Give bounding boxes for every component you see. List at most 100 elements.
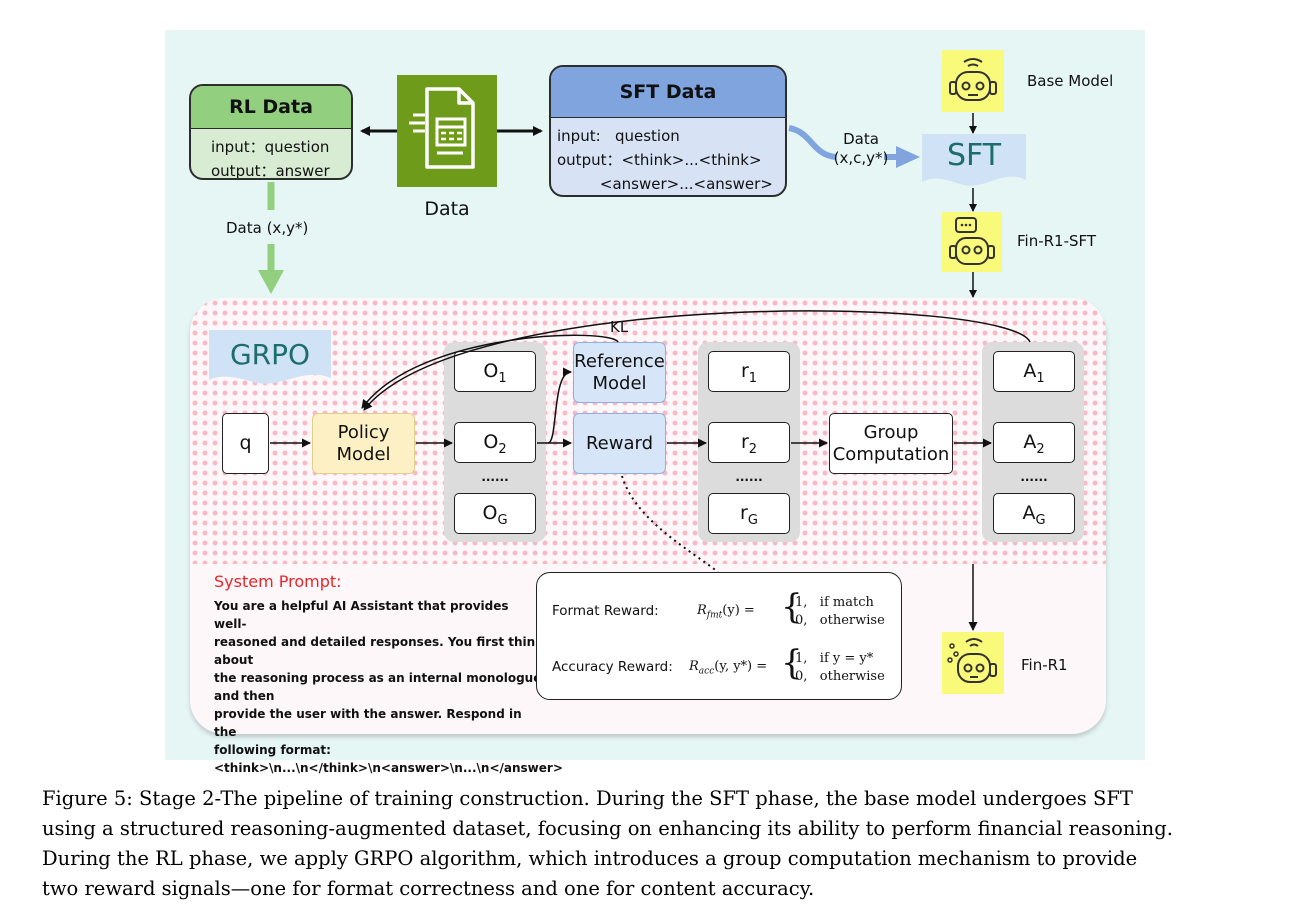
a1-sub: 1: [1036, 370, 1045, 386]
fin-r1-sft-robot-icon: [942, 212, 1002, 272]
caption-line: two reward signals—one for format correc…: [42, 877, 815, 900]
format-reward-lhs: Rfmt(y) =: [697, 603, 755, 621]
data-xcy-label-1: Data: [843, 130, 879, 148]
blue-arrow-head: [896, 146, 920, 168]
rg-base: r: [740, 502, 748, 524]
format-arg: (y) =: [722, 603, 755, 618]
system-prompt-line: You are a helpful AI Assistant that prov…: [214, 599, 509, 631]
reward-node: Reward: [573, 413, 666, 474]
green-arrow-head: [258, 270, 284, 294]
sft-data-output-2: <answer>...<answer>: [557, 175, 773, 193]
o2-sub: 2: [498, 441, 507, 457]
policy-model-node: Policy Model: [312, 413, 415, 474]
a2-box: A2: [993, 422, 1075, 463]
o2-base: O: [483, 431, 499, 453]
blue-arrow-curve: [788, 125, 837, 160]
caption-line: using a structured reasoning-augmented d…: [42, 817, 1173, 840]
accuracy-sub: acc: [698, 666, 715, 677]
group-computation-line-1: Group: [863, 422, 919, 443]
a1-base: A: [1023, 360, 1037, 382]
group-computation-line-2: Computation: [832, 444, 950, 465]
fin-r1-sft-label: Fin-R1-SFT: [1017, 232, 1097, 250]
arrow-advantage-to-policy: [363, 310, 1031, 411]
arrow-kl-reference-to-policy: [361, 334, 619, 409]
format-case-1: 1, if match: [795, 595, 874, 610]
format-brace: {: [781, 587, 803, 627]
accuracy-reward-label: Accuracy Reward:: [552, 659, 673, 675]
caption-line: Figure 5: Stage 2-The pipeline of traini…: [42, 787, 1133, 810]
rl-data-output: output：answer: [211, 162, 330, 180]
reference-model-line-2: Model: [592, 373, 647, 394]
o-ellipsis: ......: [481, 470, 509, 484]
dotted-reward-to-formula: [621, 475, 719, 573]
figure-caption: Figure 5: Stage 2-The pipeline of traini…: [42, 784, 1282, 904]
r1-sub: 1: [748, 370, 758, 386]
base-model-label: Base Model: [1027, 72, 1114, 90]
accuracy-r: R: [689, 659, 699, 674]
reward-formulas-box: Format Reward: Rfmt(y) = { 1, if match 0…: [536, 572, 902, 700]
a2-sub: 2: [1036, 441, 1045, 457]
system-prompt-line: reasoned and detailed responses. You fir…: [214, 635, 544, 667]
rg-sub: G: [747, 512, 758, 528]
system-prompt-title: System Prompt:: [214, 572, 342, 591]
o1-box: O1: [454, 351, 536, 392]
r1-box: r1: [708, 351, 790, 392]
r2-base: r: [740, 431, 749, 453]
sft-data-box: SFT Data input: question output：<think>.…: [549, 65, 787, 197]
grpo-banner: GRPO: [207, 326, 333, 390]
fin-r1-label: Fin-R1: [1021, 656, 1068, 674]
reference-model-node: Reference Model: [573, 342, 666, 403]
og-base: O: [482, 502, 498, 524]
rl-data-box: RL Data input：question output：answer: [189, 84, 353, 180]
fin-r1-robot-icon: [942, 632, 1004, 694]
format-r: R: [697, 603, 707, 618]
system-prompt-text: You are a helpful AI Assistant that prov…: [214, 597, 563, 777]
sft-data-output: output：<think>...<think>: [557, 151, 762, 169]
o1-sub: 1: [498, 370, 507, 386]
sft-data-title: SFT Data: [551, 67, 785, 118]
rl-data-title: RL Data: [191, 86, 351, 129]
system-prompt-line: provide the user with the answer. Respon…: [214, 707, 522, 739]
data-xy-label: Data (x,y*): [226, 219, 309, 237]
r1-base: r: [740, 360, 749, 382]
accuracy-case-1: 1, if y = y*: [795, 651, 874, 666]
a2-base: A: [1023, 431, 1037, 453]
o1-base: O: [483, 360, 499, 382]
ag-box: AG: [993, 493, 1075, 534]
ag-base: A: [1022, 502, 1036, 524]
format-reward-label: Format Reward:: [552, 603, 659, 619]
rl-data-input: input：question: [211, 138, 330, 156]
a-ellipsis: ......: [1020, 470, 1048, 484]
data-xcy-label-2: (x,c,y*): [833, 149, 889, 167]
ag-sub: G: [1035, 512, 1046, 528]
sft-data-input: input: question: [557, 127, 680, 145]
r-ellipsis: ......: [735, 470, 763, 484]
accuracy-reward-lhs: Racc(y, y*) =: [689, 659, 767, 677]
system-prompt-line: <think>\n...\n</think>\n<answer>\n...\n<…: [214, 761, 563, 775]
sft-banner: SFT: [920, 130, 1028, 192]
reference-model-line-1: Reference: [574, 351, 665, 372]
format-case-2: 0, otherwise: [795, 613, 885, 628]
rg-box: rG: [708, 493, 790, 534]
q-box: q: [222, 413, 269, 474]
base-model-robot-icon: [942, 50, 1004, 112]
o2-box: O2: [454, 422, 536, 463]
data-document-icon: [397, 75, 497, 187]
a1-box: A1: [993, 351, 1075, 392]
arrow-o-to-reference: [547, 367, 572, 444]
policy-model-line-2: Model: [336, 444, 391, 465]
format-sub: fmt: [706, 610, 723, 621]
sft-label: SFT: [946, 138, 1002, 173]
r2-box: r2: [708, 422, 790, 463]
accuracy-arg: (y, y*) =: [714, 659, 768, 674]
r2-sub: 2: [748, 441, 758, 457]
group-computation-box: Group Computation: [829, 413, 953, 474]
og-box: OG: [454, 493, 536, 534]
caption-line: During the RL phase, we apply GRPO algor…: [42, 847, 1138, 870]
accuracy-brace: {: [781, 643, 803, 683]
accuracy-case-2: 0, otherwise: [795, 669, 885, 684]
system-prompt-line: following format:: [214, 743, 331, 757]
grpo-label: GRPO: [229, 338, 311, 371]
